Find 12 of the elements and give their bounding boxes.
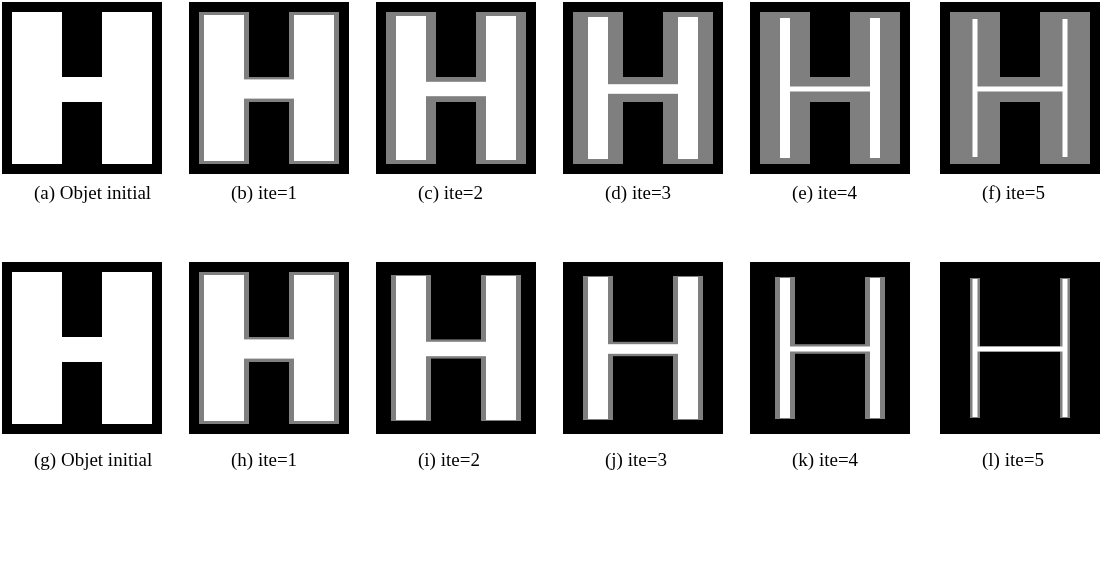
caption: (g) Objet initial	[34, 448, 154, 472]
caption: (h) ite=1	[231, 448, 299, 472]
caption: (a) Objet initial	[34, 181, 153, 205]
caption: (b) ite=1	[231, 181, 299, 205]
caption: (k) ite=4	[792, 448, 860, 472]
caption: (j) ite=3	[605, 448, 668, 472]
caption: (e) ite=4	[792, 181, 859, 205]
caption: (d) ite=3	[605, 181, 673, 205]
caption: (l) ite=5	[982, 448, 1045, 472]
caption: (c) ite=2	[418, 181, 485, 205]
caption: (i) ite=2	[418, 448, 481, 472]
caption: (f) ite=5	[982, 181, 1046, 205]
